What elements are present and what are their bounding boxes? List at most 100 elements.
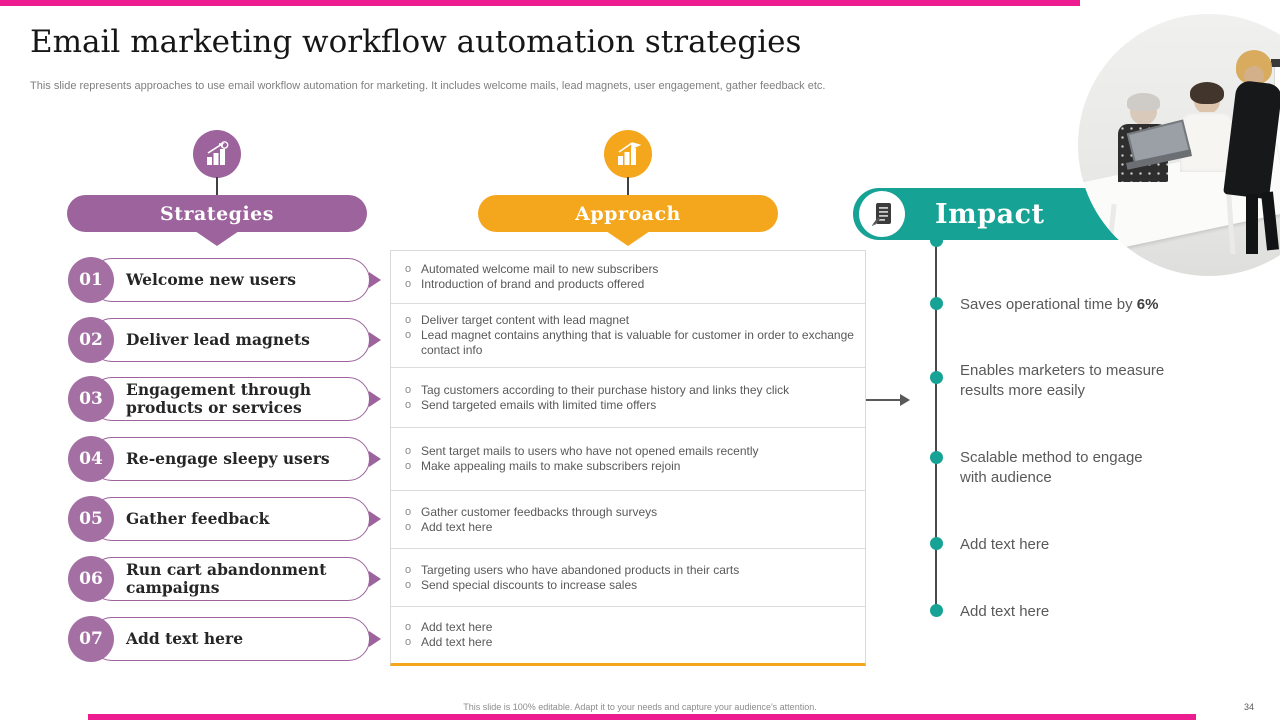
- impact-header: Impact: [935, 198, 1045, 230]
- strategy-number: 04: [68, 436, 114, 482]
- strategy-label: Add text here: [126, 629, 244, 649]
- impact-bold-value: 6%: [1136, 296, 1159, 313]
- top-accent-bar: [0, 0, 1080, 6]
- bullet-icon: o: [404, 383, 412, 396]
- approach-text: Gather customer feedbacks through survey…: [421, 504, 658, 519]
- milestone-chart-flag-icon: [604, 130, 652, 178]
- approach-header: Approach: [478, 195, 778, 232]
- bullet-icon: o: [404, 460, 412, 472]
- approach-text: Introduction of brand and products offer…: [421, 277, 645, 291]
- strategy-label: Deliver lead magnets: [126, 330, 310, 350]
- strategy-label: Re-engage sleepy users: [126, 449, 330, 469]
- bottom-accent-bar: [88, 714, 1196, 720]
- person-leg: [1246, 194, 1258, 254]
- strategy-pill: [90, 437, 370, 481]
- page-subtitle: This slide represents approaches to use …: [30, 80, 826, 92]
- approach-text: Automated welcome mail to new subscriber…: [421, 262, 659, 276]
- approach-text: Tag customers according to their purchas…: [421, 382, 790, 397]
- bullet-icon: o: [404, 398, 412, 411]
- bullet-icon: o: [404, 263, 412, 275]
- approach-connector-line: [627, 177, 629, 196]
- approach-text: Add text here: [421, 519, 493, 534]
- strategy-item-06: 06 Run cart abandonment campaigns: [68, 556, 381, 602]
- impact-timeline: [935, 240, 937, 612]
- report-document-pen-icon: [859, 191, 905, 237]
- approach-text: Deliver target content with lead magnet: [421, 313, 630, 327]
- approach-text: Sent target mails to users who have not …: [421, 444, 759, 458]
- bullet-icon: o: [404, 520, 412, 533]
- impact-item: Scalable method to engage with audience: [960, 449, 1143, 486]
- strategy-item-04: 04 Re-engage sleepy users: [68, 436, 381, 482]
- strategies-header: Strategies: [67, 195, 367, 232]
- impact-item: Add text here: [960, 536, 1050, 553]
- bullet-icon: o: [404, 636, 412, 648]
- strategies-connector-line: [216, 177, 218, 196]
- strategy-item-07: 07 Add text here: [68, 616, 381, 662]
- arrow-right-icon: [369, 272, 381, 288]
- bullet-icon: o: [404, 445, 412, 457]
- strategy-label: Engagement through products or services: [126, 380, 312, 417]
- strategy-pill: [90, 617, 370, 661]
- timeline-dot: [930, 604, 943, 617]
- arrow-right-icon: [369, 631, 381, 647]
- strategy-number: 03: [68, 376, 114, 422]
- strategies-chevron-down-icon: [195, 231, 239, 246]
- approach-row: o Tag customers according to their purcha…: [391, 368, 865, 428]
- strategy-number: 02: [68, 317, 114, 363]
- strategy-label: Run cart abandonment campaigns: [126, 560, 327, 597]
- bullet-icon: o: [404, 329, 412, 341]
- arrow-right-icon: [369, 451, 381, 467]
- strategy-item-03: 03 Engagement through products or servic…: [68, 376, 381, 422]
- approach-text: Targeting users who have abandoned produ…: [421, 562, 740, 577]
- approach-row: o Deliver target content with lead magnet…: [391, 304, 865, 368]
- person-hair: [1127, 93, 1160, 111]
- page-number: 34: [1243, 702, 1254, 712]
- strategy-item-01: 01 Welcome new users: [68, 257, 381, 303]
- approach-text: Add text here: [421, 635, 493, 649]
- bullet-icon: o: [404, 505, 412, 518]
- bullet-icon: o: [404, 621, 412, 633]
- strategy-label: Welcome new users: [126, 270, 296, 290]
- strategy-number: 01: [68, 257, 114, 303]
- timeline-dot: [930, 234, 943, 247]
- impact-item: Add text here: [960, 603, 1050, 620]
- page-title: Email marketing workflow automation stra…: [30, 24, 802, 60]
- approach-chevron-down-icon: [606, 231, 650, 246]
- timeline-dot: [930, 451, 943, 464]
- impact-text: Saves operational time by: [960, 296, 1137, 313]
- arrow-head-icon: [900, 394, 910, 406]
- strategy-pill: [90, 377, 370, 421]
- timeline-dot: [930, 537, 943, 550]
- arrow-right-icon: [369, 511, 381, 527]
- approach-to-impact-arrow: [866, 399, 902, 401]
- impact-item: Enables marketers to measure results mor…: [960, 362, 1165, 399]
- approach-text: Send targeted emails with limited time o…: [421, 397, 657, 412]
- arrow-right-icon: [369, 332, 381, 348]
- approach-text: Lead magnet contains anything that is va…: [421, 328, 854, 357]
- approach-row: o Sent target mails to users who have not…: [391, 428, 865, 491]
- approach-text: Send special discounts to increase sales: [421, 577, 638, 592]
- strategy-item-05: 05 Gather feedback: [68, 496, 381, 542]
- strategy-label: Gather feedback: [126, 509, 270, 529]
- timeline-dot: [930, 297, 943, 310]
- person-hair: [1190, 82, 1224, 104]
- approach-row: o Gather customer feedbacks through surve…: [391, 491, 865, 549]
- timeline-dot: [930, 371, 943, 384]
- approach-text: Make appealing mails to make subscribers…: [421, 459, 681, 473]
- strategy-item-02: 02 Deliver lead magnets: [68, 317, 381, 363]
- bullet-icon: o: [404, 563, 412, 576]
- arrow-right-icon: [369, 391, 381, 407]
- strategy-number: 07: [68, 616, 114, 662]
- bullet-icon: o: [404, 314, 412, 326]
- arrow-right-icon: [369, 571, 381, 587]
- approach-table: o Automated welcome mail to new subscribe…: [390, 250, 866, 666]
- footer-note: This slide is 100% editable. Adapt it to…: [463, 702, 817, 712]
- approach-text: Add text here: [421, 620, 493, 634]
- strategy-number: 05: [68, 496, 114, 542]
- approach-row: o Targeting users who have abandoned prod…: [391, 549, 865, 607]
- strategy-number: 06: [68, 556, 114, 602]
- strategy-pill: [90, 258, 370, 302]
- strategy-pill: [90, 557, 370, 601]
